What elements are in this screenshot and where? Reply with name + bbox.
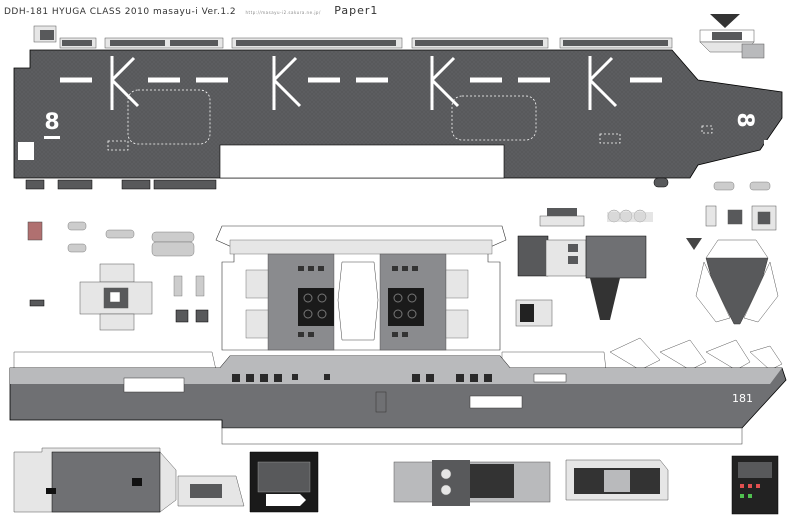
helo-spot-markings [110,56,618,110]
deck-gallery-blocks [62,40,668,46]
bridge-top-parts [699,14,765,59]
deck-cutout [219,144,505,179]
misc-small-parts [27,181,777,331]
hull-top-tabs [13,337,783,371]
deck-bottom-tabs [25,177,669,190]
deck-number-bow: 8 [732,112,757,127]
sheet-title: DDH-181 HYUGA CLASS 2010 masayu-i Ver.1.… [4,7,237,17]
page-label: Paper1 [334,4,379,17]
hull-side-part: 181 [9,337,787,445]
deck-elevators [107,89,713,151]
sheet-header: DDH-181 HYUGA CLASS 2010 masayu-i Ver.1.… [4,4,378,17]
hull-bottom-tab [221,427,743,445]
sheet-url: http://masayu-i2.sakura.ne.jp/ [245,10,321,15]
deck-number-aft: 8 [44,110,59,135]
bottom-row-parts [13,447,779,515]
hull-openings [232,374,492,382]
aft-small-part [33,25,57,43]
hangar-net [215,225,507,351]
deck-white-patch [18,142,34,160]
deck-mark-bar [44,136,60,139]
flight-deck-part: 8 8 [13,37,783,190]
hull-upper-band [10,356,782,384]
deck-white-patch-bow [764,140,770,148]
island-parts [515,235,779,327]
hull-number: 181 [732,392,753,405]
